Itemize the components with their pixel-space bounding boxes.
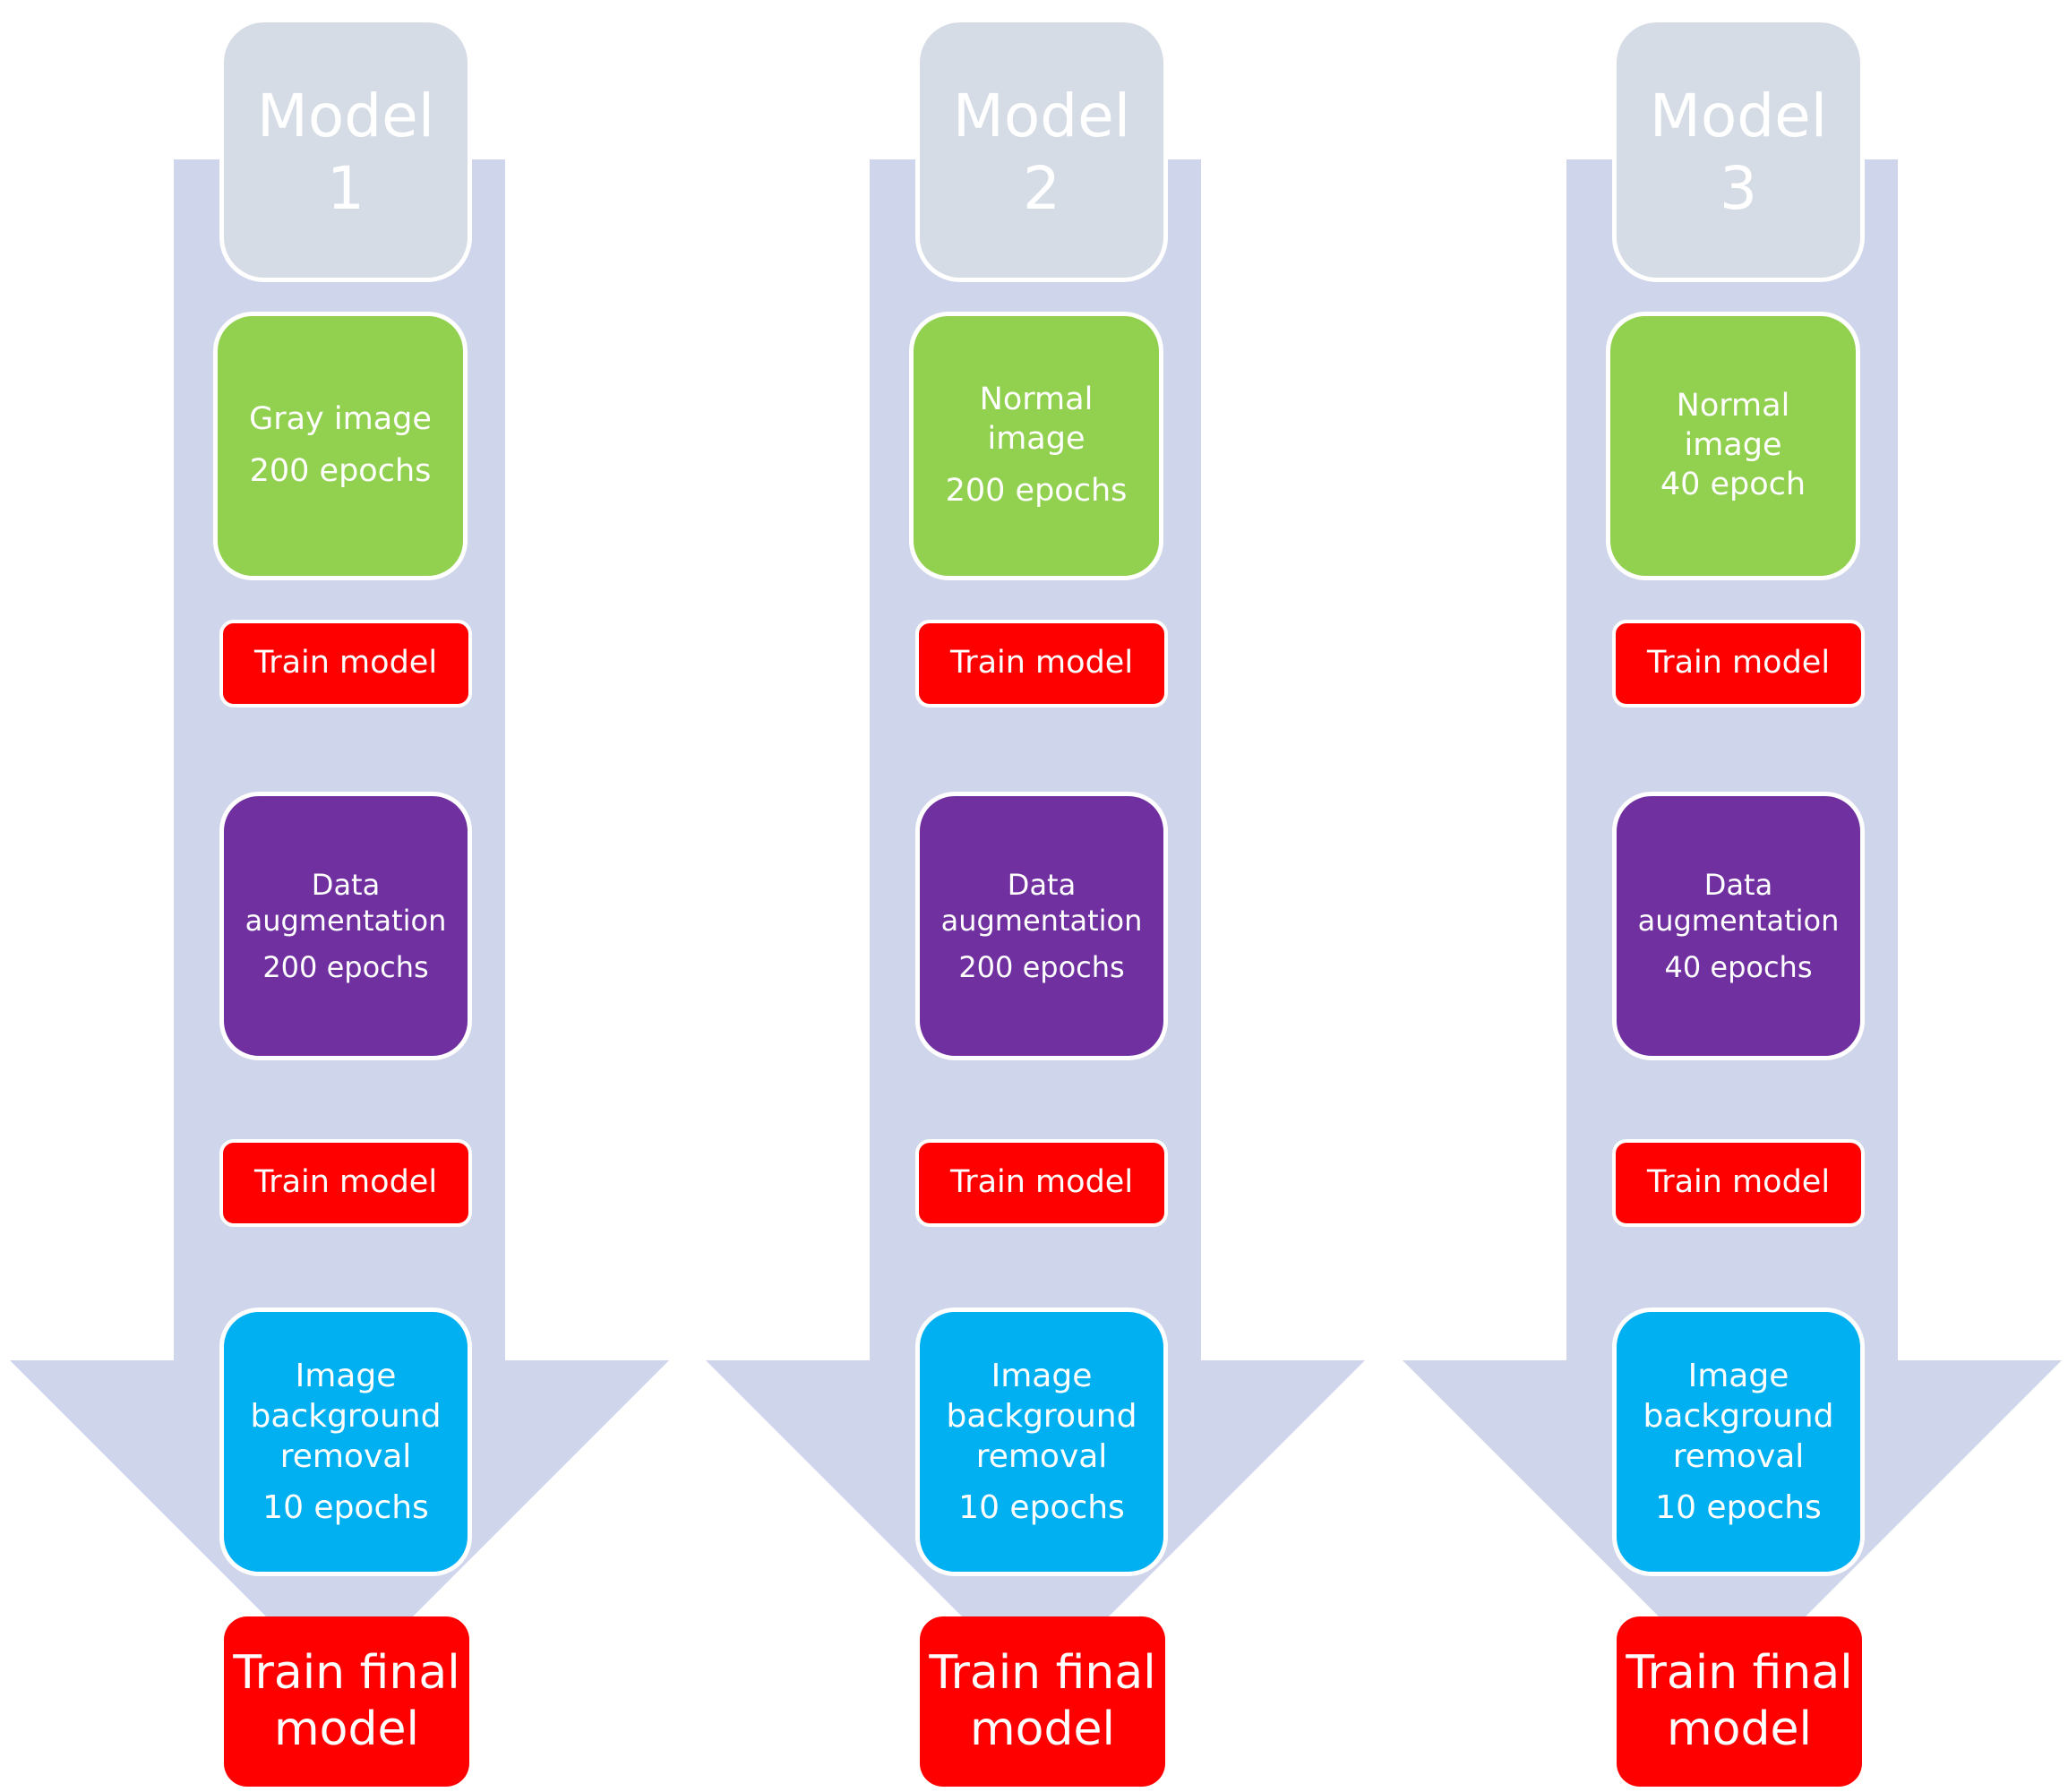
model-header: Model 2 bbox=[915, 18, 1168, 282]
input-step-box: Gray image 200 epochs bbox=[213, 312, 468, 580]
model-1-pipeline: Model 1 Gray image 200 epochs Train mode… bbox=[9, 0, 672, 1792]
train-model-box: Train model bbox=[1612, 620, 1865, 707]
background-line-1: Image bbox=[1687, 1358, 1789, 1394]
augmentation-epochs: 200 epochs bbox=[958, 950, 1125, 984]
train-model-label: Train model bbox=[253, 645, 438, 682]
train-model-box: Train model bbox=[1612, 1139, 1865, 1227]
model-3-pipeline: Model 3 Normal image 40 epoch Train mode… bbox=[1402, 0, 2064, 1792]
background-epochs: 10 epochs bbox=[262, 1489, 429, 1526]
background-removal-box: Image background removal 10 epochs bbox=[1612, 1308, 1865, 1576]
input-step-line-2: image bbox=[1684, 427, 1782, 464]
model-2-pipeline: Model 2 Normal image 200 epochs Train mo… bbox=[705, 0, 1368, 1792]
input-step-epochs: 40 epoch bbox=[1660, 466, 1806, 502]
model-header-label: Model bbox=[1649, 81, 1828, 150]
augmentation-line-1: Data bbox=[1703, 868, 1773, 902]
final-line-1: Train final bbox=[1626, 1645, 1853, 1700]
augmentation-line-1: Data bbox=[1007, 868, 1077, 902]
data-augmentation-box: Data augmentation 40 epochs bbox=[1612, 792, 1865, 1060]
background-line-2: background bbox=[946, 1398, 1137, 1435]
model-header-number: 2 bbox=[1023, 153, 1060, 223]
train-model-label: Train model bbox=[949, 1164, 1134, 1201]
train-model-box: Train model bbox=[915, 1139, 1168, 1227]
background-line-1: Image bbox=[991, 1358, 1093, 1394]
train-model-label: Train model bbox=[253, 1164, 438, 1201]
input-step-line-2: image bbox=[987, 421, 1085, 458]
train-model-label: Train model bbox=[1646, 1164, 1831, 1201]
background-line-3: removal bbox=[1672, 1438, 1805, 1475]
background-removal-box: Image background removal 10 epochs bbox=[915, 1308, 1168, 1576]
train-final-model-box: Train final model bbox=[1617, 1616, 1862, 1787]
background-epochs: 10 epochs bbox=[1655, 1489, 1822, 1526]
train-final-model-box: Train final model bbox=[920, 1616, 1165, 1787]
augmentation-epochs: 40 epochs bbox=[1664, 950, 1813, 984]
background-epochs: 10 epochs bbox=[958, 1489, 1125, 1526]
input-step-line-1: Normal bbox=[1676, 388, 1790, 424]
model-header: Model 3 bbox=[1612, 18, 1865, 282]
data-augmentation-box: Data augmentation 200 epochs bbox=[915, 792, 1168, 1060]
model-header-label: Model bbox=[256, 81, 435, 150]
final-line-1: Train final bbox=[929, 1645, 1156, 1700]
augmentation-epochs: 200 epochs bbox=[262, 950, 429, 984]
background-line-2: background bbox=[250, 1398, 442, 1435]
input-step-epochs: 200 epochs bbox=[249, 453, 432, 489]
background-line-2: background bbox=[1643, 1398, 1834, 1435]
train-model-box: Train model bbox=[219, 620, 472, 707]
model-header: Model 1 bbox=[219, 18, 472, 282]
background-removal-box: Image background removal 10 epochs bbox=[219, 1308, 472, 1576]
train-model-label: Train model bbox=[949, 645, 1134, 682]
augmentation-line-1: Data bbox=[311, 868, 381, 902]
train-model-box: Train model bbox=[219, 1139, 472, 1227]
final-line-2: model bbox=[970, 1702, 1115, 1756]
train-model-label: Train model bbox=[1646, 645, 1831, 682]
final-line-2: model bbox=[1667, 1702, 1812, 1756]
augmentation-line-2: augmentation bbox=[940, 904, 1143, 938]
train-final-model-box: Train final model bbox=[224, 1616, 469, 1787]
input-step-box: Normal image 40 epoch bbox=[1606, 312, 1860, 580]
model-header-number: 3 bbox=[1720, 153, 1757, 223]
background-line-3: removal bbox=[975, 1438, 1108, 1475]
augmentation-line-2: augmentation bbox=[245, 904, 447, 938]
input-step-box: Normal image 200 epochs bbox=[909, 312, 1163, 580]
input-step-line-1: Normal bbox=[979, 382, 1094, 418]
model-header-number: 1 bbox=[327, 153, 365, 223]
data-augmentation-box: Data augmentation 200 epochs bbox=[219, 792, 472, 1060]
final-line-2: model bbox=[274, 1702, 419, 1756]
input-step-epochs: 200 epochs bbox=[945, 472, 1128, 509]
background-line-3: removal bbox=[279, 1438, 412, 1475]
model-header-label: Model bbox=[952, 81, 1131, 150]
background-line-1: Image bbox=[295, 1358, 397, 1394]
augmentation-line-2: augmentation bbox=[1637, 904, 1840, 938]
input-step-line-1: Gray image bbox=[249, 401, 432, 438]
final-line-1: Train final bbox=[233, 1645, 460, 1700]
train-model-box: Train model bbox=[915, 620, 1168, 707]
